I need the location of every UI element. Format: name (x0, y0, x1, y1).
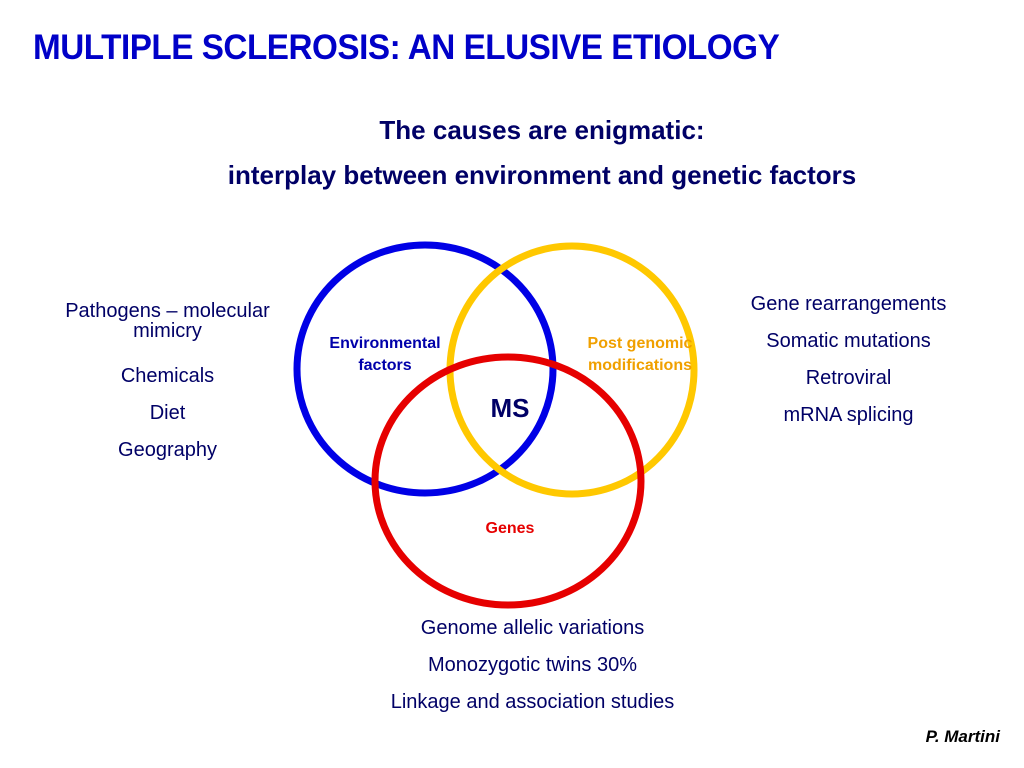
list-item: Somatic mutations (766, 330, 931, 352)
post-genomic-label-line-1: Post genomic (587, 335, 693, 352)
list-item: Diet (149, 402, 186, 424)
list-item: Monozygotic twins 30% (428, 654, 637, 676)
list-item: Gene rearrangements (750, 293, 947, 315)
subtitle-line-1: The causes are enigmatic: (379, 115, 705, 145)
subtitle-line-2: interplay between environment and geneti… (227, 160, 857, 190)
genes-circle (371, 353, 645, 609)
genes-label: Genes (485, 520, 535, 537)
list-item: Retroviral (805, 367, 892, 389)
post-genomic-list: Gene rearrangements Somatic mutations Re… (700, 286, 997, 434)
ms-center-label: MS (490, 393, 530, 423)
author-credit: P. Martini (925, 727, 1000, 746)
environmental-label-line-2: factors (358, 357, 412, 374)
list-item: Chemicals (120, 365, 215, 387)
list-item: Genome allelic variations (420, 617, 645, 639)
genes-list: Genome allelic variations Monozygotic tw… (340, 610, 725, 721)
environmental-label-line-1: Environmental (329, 335, 441, 352)
environmental-circle (293, 241, 557, 497)
post-genomic-label: Post genomic modifications (565, 333, 715, 377)
list-item: Geography (118, 439, 217, 461)
slide-title: MULTIPLE SCLEROSIS: AN ELUSIVE ETIOLOGY (33, 28, 780, 67)
list-item: Linkage and association studies (390, 691, 675, 713)
post-genomic-label-line-2: modifications (587, 357, 692, 374)
environmental-factors-label: Environmental factors (305, 333, 465, 377)
list-item: mRNA splicing (783, 404, 914, 426)
